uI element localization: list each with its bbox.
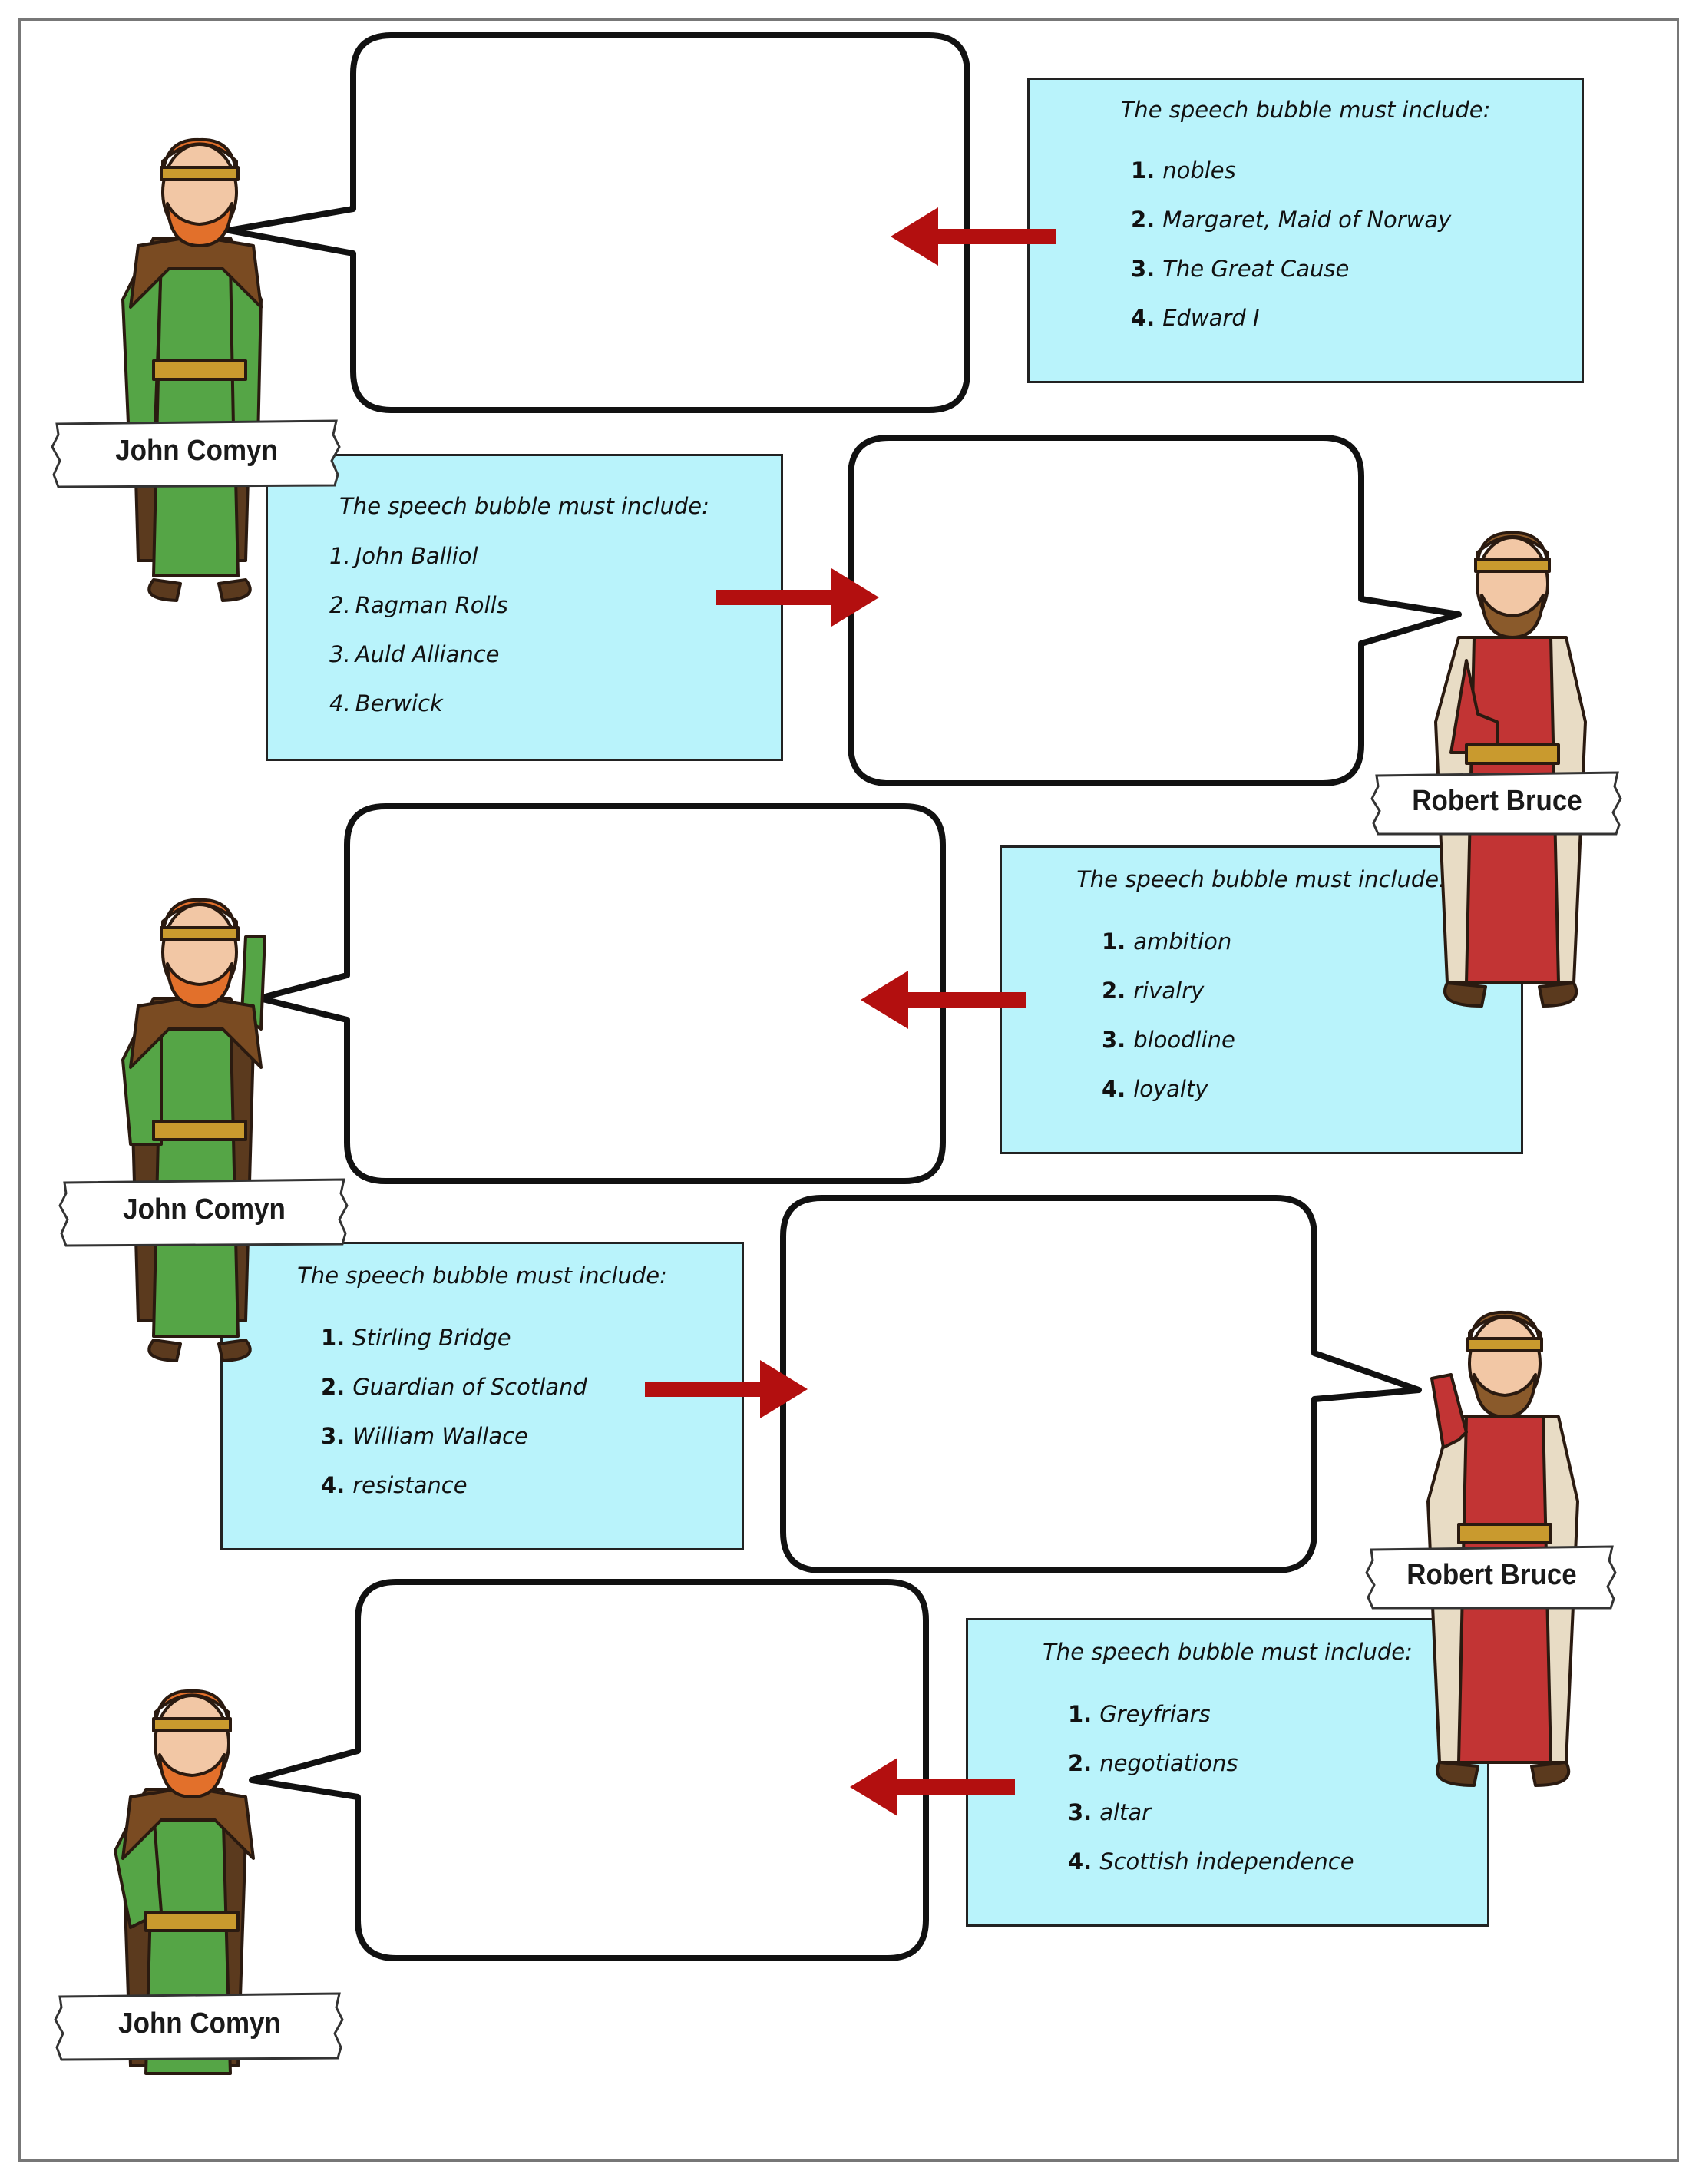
speech-bubble-1[interactable] (226, 28, 1059, 418)
list-item: 2.rivalry (1102, 978, 1205, 1004)
list-item: 1.Stirling Bridge (321, 1325, 511, 1351)
speech-bubble-shape (848, 435, 1462, 786)
list-item: 2.negotiations (1068, 1750, 1238, 1776)
sign-board-icon (1365, 1545, 1617, 1610)
list-item: 4.Edward I (1131, 305, 1260, 331)
list-item: 4.Scottish independence (1068, 1848, 1354, 1875)
list-item: 4.resistance (321, 1472, 468, 1498)
instruction-header: The speech bubble must include: (1120, 97, 1491, 123)
list-item: 3.altar (1068, 1799, 1152, 1825)
instruction-header: The speech bubble must include: (339, 493, 709, 519)
sign-board-icon (1370, 771, 1622, 836)
instruction-header: The speech bubble must include: (297, 1262, 667, 1289)
speech-bubble-4[interactable] (691, 1190, 1422, 1578)
sign-board-icon (54, 1992, 344, 2061)
list-item: 2.Guardian of Scotland (321, 1374, 587, 1400)
list-item: 1.nobles (1131, 157, 1236, 184)
instruction-list: 1.John Balliol 2.Ragman Rolls 3.Auld All… (329, 531, 508, 728)
list-item: 4.Berwick (329, 690, 443, 716)
list-item: 3.Auld Alliance (329, 641, 500, 667)
instruction-list: 1.Greyfriars 2.negotiations 3.altar 4.Sc… (1068, 1689, 1354, 1886)
name-sign: John Comyn (54, 1989, 345, 2063)
list-item: 1.Greyfriars (1068, 1701, 1211, 1727)
list-item: 2.Margaret, Maid of Norway (1131, 207, 1452, 233)
john-comyn-character (121, 898, 266, 1362)
instruction-list: 1.ambition 2.rivalry 3.bloodline 4.loyal… (1102, 917, 1235, 1114)
instruction-header: The speech bubble must include: (1043, 1639, 1413, 1665)
list-item: 1.John Balliol (329, 543, 478, 569)
name-sign: Robert Bruce (1365, 1542, 1618, 1611)
arrow-left-icon (861, 971, 1026, 1029)
list-item: 3.William Wallace (321, 1423, 528, 1449)
list-item: 2.Ragman Rolls (329, 592, 508, 618)
speech-bubble-shape (226, 32, 970, 413)
instruction-list: 1.Stirling Bridge 2.Guardian of Scotland… (321, 1313, 587, 1510)
john-comyn-character (121, 137, 263, 602)
sign-board-icon (58, 1178, 349, 1247)
list-item: 4.loyalty (1102, 1076, 1208, 1102)
instruction-box-2: The speech bubble must include: 1.John B… (266, 454, 783, 761)
arrow-left-icon (891, 207, 1056, 266)
list-item: 1.ambition (1102, 928, 1232, 955)
speech-bubble-5[interactable] (249, 1574, 1018, 1966)
instruction-box-5: The speech bubble must include: 1.Greyfr… (966, 1618, 1489, 1927)
speech-bubble-2[interactable] (759, 430, 1462, 791)
name-sign: Robert Bruce (1370, 768, 1624, 837)
list-item: 3.bloodline (1102, 1027, 1235, 1053)
name-sign: John Comyn (58, 1175, 350, 1249)
arrow-right-icon (645, 1360, 808, 1418)
name-sign: John Comyn (51, 416, 342, 490)
instruction-box-1: The speech bubble must include: 1.nobles… (1027, 78, 1584, 383)
arrow-left-icon (850, 1758, 1015, 1816)
speech-bubble-shape (249, 1579, 929, 1961)
arrow-right-icon (716, 568, 879, 627)
speech-bubble-shape (780, 1195, 1422, 1573)
speech-bubble-shape (256, 803, 946, 1184)
list-item: 3.The Great Cause (1131, 256, 1350, 282)
instruction-list: 1.nobles 2.Margaret, Maid of Norway 3.Th… (1131, 146, 1451, 342)
speech-bubble-3[interactable] (255, 799, 1035, 1189)
sign-board-icon (51, 419, 341, 488)
instruction-header: The speech bubble must include: (1076, 866, 1446, 892)
